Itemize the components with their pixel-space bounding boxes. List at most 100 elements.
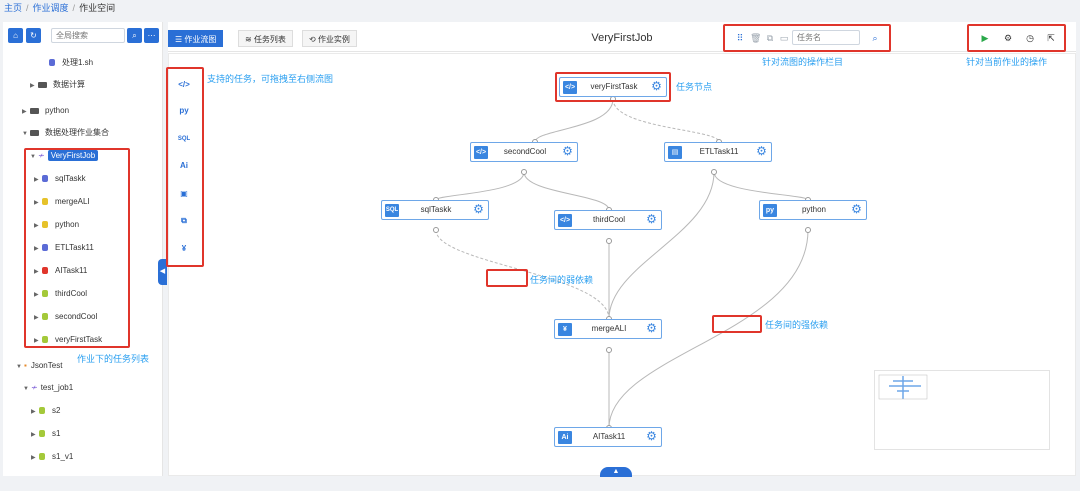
highlight-task-node xyxy=(555,72,671,102)
copy-task-icon[interactable]: ⧉ xyxy=(181,216,187,225)
tree-item-task[interactable]: ▶s2 xyxy=(31,403,60,419)
chevron-right-icon[interactable]: ▶ xyxy=(34,292,39,298)
paste-icon[interactable]: ▭ xyxy=(779,33,789,43)
gear-icon[interactable]: ⚙ xyxy=(646,321,657,335)
breadcrumb-home[interactable]: 主页 xyxy=(4,3,23,13)
tree-item-task[interactable]: ▶python xyxy=(34,217,79,233)
merge-task-icon[interactable]: ¥ xyxy=(181,244,187,253)
tree-item-task[interactable]: ▶sqlTaskk xyxy=(34,171,86,187)
chevron-down-icon[interactable]: ▼ xyxy=(30,154,36,160)
tree-item-job[interactable]: ▼≁test_job1 xyxy=(23,380,73,396)
search-icon[interactable]: ⌕ xyxy=(872,33,878,43)
tab-task-list[interactable]: ≋ 任务列表 xyxy=(238,30,293,47)
minimap[interactable] xyxy=(874,370,1050,450)
etl-task-icon[interactable]: ▣ xyxy=(180,189,188,198)
delete-icon[interactable]: 🗑 xyxy=(750,33,762,43)
tree-item[interactable]: ▶数据计算 xyxy=(30,77,85,93)
tree-item[interactable]: 处理1.sh xyxy=(49,55,93,71)
port xyxy=(606,347,612,353)
tree-item[interactable]: ▼数据处理作业集合 xyxy=(22,125,109,141)
task-node[interactable]: </>secondCool⚙ xyxy=(470,142,578,162)
chevron-right-icon[interactable]: ▶ xyxy=(34,177,39,183)
edge-strong xyxy=(435,171,525,201)
breadcrumb-scheduling[interactable]: 作业调度 xyxy=(32,3,69,13)
gear-icon[interactable]: ⚙ xyxy=(646,212,657,226)
tree-item-task[interactable]: ▶thirdCool xyxy=(34,286,87,302)
layout-icon[interactable]: ⠿ xyxy=(736,33,744,43)
tree-item-job[interactable]: ▼≁VeryFirstJob xyxy=(30,148,99,164)
schedule-icon[interactable]: ◷ xyxy=(1026,33,1034,43)
gear-icon[interactable]: ⚙ xyxy=(646,429,657,443)
chevron-down-icon[interactable]: ▼ xyxy=(23,386,29,392)
chevron-down-icon[interactable]: ▼ xyxy=(16,364,22,370)
gear-icon[interactable]: ⚙ xyxy=(851,202,862,216)
copy-icon[interactable]: ⧉ xyxy=(766,33,774,43)
tree-item-task[interactable]: ▶ETLTask11 xyxy=(34,240,94,256)
task-node[interactable]: </>thirdCool⚙ xyxy=(554,210,662,230)
shell-task-icon: </> xyxy=(558,214,572,227)
chevron-right-icon[interactable]: ▶ xyxy=(31,455,36,461)
chevron-right-icon[interactable]: ▶ xyxy=(34,315,39,321)
tab-bar: ☰ 作业流图 ≋ 任务列表 ⟲ 作业实例 VeryFirstJob ⠿ 🗑 ⧉ … xyxy=(168,22,1076,52)
chevron-right-icon[interactable]: ▶ xyxy=(30,83,35,89)
chevron-right-icon[interactable]: ▶ xyxy=(34,269,39,275)
tab-job-instances[interactable]: ⟲ 作业实例 xyxy=(302,30,357,47)
settings-icon[interactable]: ⚙ xyxy=(1003,33,1013,43)
tab-job-flow[interactable]: ☰ 作业流图 xyxy=(168,30,224,47)
task-node[interactable]: ▤ETLTask11⚙ xyxy=(664,142,772,162)
edge-strong xyxy=(523,171,610,211)
highlight-palette xyxy=(166,67,204,267)
chevron-right-icon[interactable]: ▶ xyxy=(31,432,36,438)
task-name-search-input[interactable] xyxy=(792,30,860,45)
gear-icon[interactable]: ⚙ xyxy=(756,144,767,158)
annotation-palette: 支持的任务，可拖拽至右侧流图 xyxy=(207,74,334,84)
tree-item-task[interactable]: ▶s1_v1 xyxy=(31,449,73,465)
gear-icon[interactable]: ⚙ xyxy=(473,202,484,216)
task-node[interactable]: ¥mergeALI⚙ xyxy=(554,319,662,339)
run-icon[interactable]: ▶ xyxy=(981,33,989,43)
task-icon xyxy=(42,175,48,183)
minimap-preview xyxy=(878,374,928,400)
export-icon[interactable]: ⇱ xyxy=(1047,33,1055,43)
search-icon[interactable]: ⌕ xyxy=(127,28,142,43)
refresh-icon[interactable]: ↻ xyxy=(26,28,41,43)
port xyxy=(606,238,612,244)
chevron-down-icon[interactable]: ▼ xyxy=(22,131,28,137)
edge-weak xyxy=(435,229,610,320)
flow-canvas[interactable]: </> py SQL Ai ▣ ⧉ ¥ 支持的任务，可拖拽至右侧流图 </>ve… xyxy=(166,53,1076,476)
python-task-icon[interactable]: py xyxy=(179,106,189,115)
ai-task-icon: Ai xyxy=(558,431,572,444)
sql-task-icon[interactable]: SQL xyxy=(177,136,191,142)
ai-task-icon[interactable]: Ai xyxy=(180,161,188,170)
more-icon[interactable]: ⋯ xyxy=(144,28,159,43)
tree-item-task[interactable]: ▶veryFirstTask xyxy=(34,332,102,348)
tree-item-task[interactable]: ▶AITask11 xyxy=(34,263,87,279)
tree-item-task[interactable]: ▶secondCool xyxy=(34,309,97,325)
tree-item-task[interactable]: ▶s1 xyxy=(31,426,60,442)
expand-bottom-handle[interactable]: ▲ xyxy=(600,467,632,477)
chevron-right-icon[interactable]: ▶ xyxy=(34,223,39,229)
tree-item-task[interactable]: ▶mergeALI xyxy=(34,194,90,210)
chevron-right-icon[interactable]: ▶ xyxy=(22,109,27,115)
annotation-toolbar: 针对流图的操作栏目 xyxy=(762,57,844,67)
gear-icon[interactable]: ⚙ xyxy=(651,79,662,93)
collapse-sidebar-handle[interactable]: ◀ xyxy=(158,259,167,285)
tree-item[interactable]: ▼▪JsonTest xyxy=(16,358,62,374)
edge-strong xyxy=(713,171,809,201)
task-node[interactable]: </>veryFirstTask⚙ xyxy=(559,77,667,97)
breadcrumb-separator: / xyxy=(72,3,76,13)
chevron-right-icon[interactable]: ▶ xyxy=(34,338,39,344)
chevron-right-icon[interactable]: ▶ xyxy=(34,200,39,206)
home-icon[interactable]: ⌂ xyxy=(8,28,23,43)
chevron-right-icon[interactable]: ▶ xyxy=(31,409,36,415)
chevron-right-icon[interactable]: ▶ xyxy=(34,246,39,252)
shell-task-icon[interactable]: </> xyxy=(178,80,190,89)
tree-item[interactable]: ▶python xyxy=(22,103,69,119)
gear-icon[interactable]: ⚙ xyxy=(562,144,573,158)
annotation-weak-dependency: 任务间的弱依赖 xyxy=(530,275,594,285)
annotation-job-actions: 针对当前作业的操作 xyxy=(966,57,1048,67)
global-search-input[interactable] xyxy=(51,28,125,43)
